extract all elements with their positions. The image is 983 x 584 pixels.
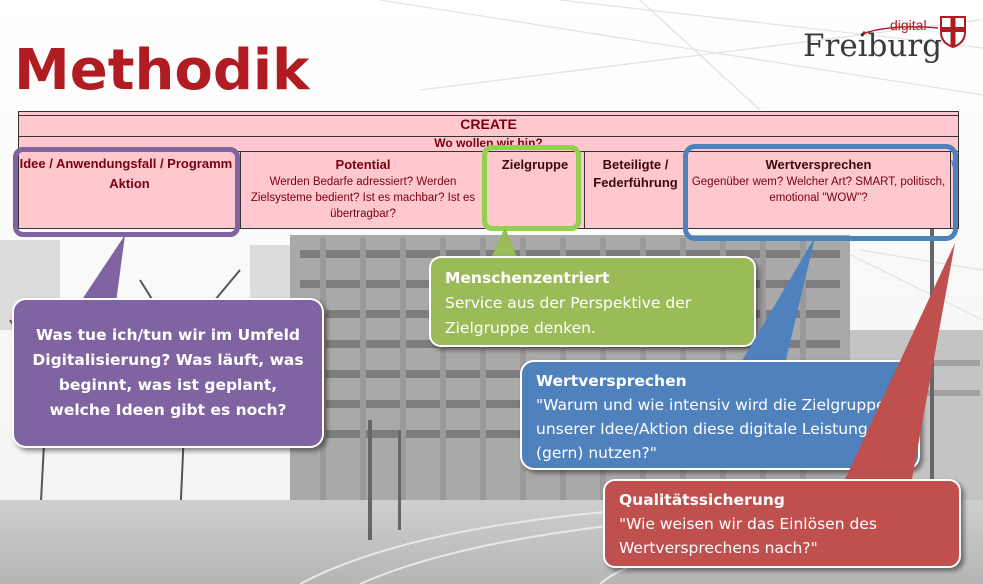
column-zielgruppe: Zielgruppe xyxy=(485,151,585,229)
coat-of-arms-icon xyxy=(940,16,966,48)
column-title: Beteiligte / Federführung xyxy=(593,157,678,190)
blue-callout-heading: Wertversprechen xyxy=(536,372,687,390)
green-callout: Menschenzentriert Service aus der Perspe… xyxy=(429,256,756,347)
green-callout-heading: Menschenzentriert xyxy=(445,269,610,287)
red-callout: Qualitätssicherung "Wie weisen wir das E… xyxy=(603,479,961,568)
green-callout-pointer xyxy=(488,227,520,265)
column-potential: Potential Werden Bedarfe adressiert? Wer… xyxy=(240,151,486,229)
purple-callout: Was tue ich/tun wir im Umfeld Digitalisi… xyxy=(12,298,324,448)
purple-highlight xyxy=(13,147,240,237)
slide-title: Methodik xyxy=(14,38,310,103)
green-highlight xyxy=(482,145,581,231)
column-description: Werden Bedarfe adressiert? Werden Zielsy… xyxy=(250,176,476,220)
create-table: CREATE Wo wollen wir hin? Idee / Anwendu… xyxy=(17,111,960,229)
blue-callout-pointer xyxy=(740,237,815,364)
purple-callout-pointer xyxy=(75,235,125,310)
column-title: Wertversprechen xyxy=(765,157,872,172)
freiburg-logo: digital Freiburg xyxy=(800,14,970,72)
red-callout-text: "Wie weisen wir das Einlösen des Wertver… xyxy=(619,515,877,557)
column-beteiligte: Beteiligte / Federführung xyxy=(584,151,687,229)
column-title: Zielgruppe xyxy=(501,157,569,172)
logo-swoosh-icon xyxy=(861,26,939,35)
column-wertversprechen: Wertversprechen Gegenüber wem? Welcher A… xyxy=(686,151,951,229)
column-title: Potential xyxy=(335,157,391,172)
green-callout-text: Service aus der Perspektive der Zielgrup… xyxy=(445,294,692,337)
column-idee: Idee / Anwendungsfall / Programm / Aktio… xyxy=(18,151,241,229)
table-header: CREATE xyxy=(17,115,960,137)
blue-callout-text: "Warum und wie intensiv wird die Zielgru… xyxy=(536,396,886,462)
logo-digital-text: digital xyxy=(890,17,927,33)
logo-word: Freiburg xyxy=(803,28,943,64)
blue-highlight xyxy=(683,144,958,241)
blue-callout: Wertversprechen "Warum und wie intensiv … xyxy=(520,360,920,470)
red-callout-heading: Qualitätssicherung xyxy=(619,491,785,509)
purple-callout-text: Was tue ich/tun wir im Umfeld Digitalisi… xyxy=(32,326,304,419)
column-description: Gegenüber wem? Welcher Art? SMART, polit… xyxy=(691,176,946,204)
red-callout-pointer xyxy=(840,243,955,490)
column-title: Idee / Anwendungsfall / Programm / Aktio… xyxy=(19,156,240,191)
